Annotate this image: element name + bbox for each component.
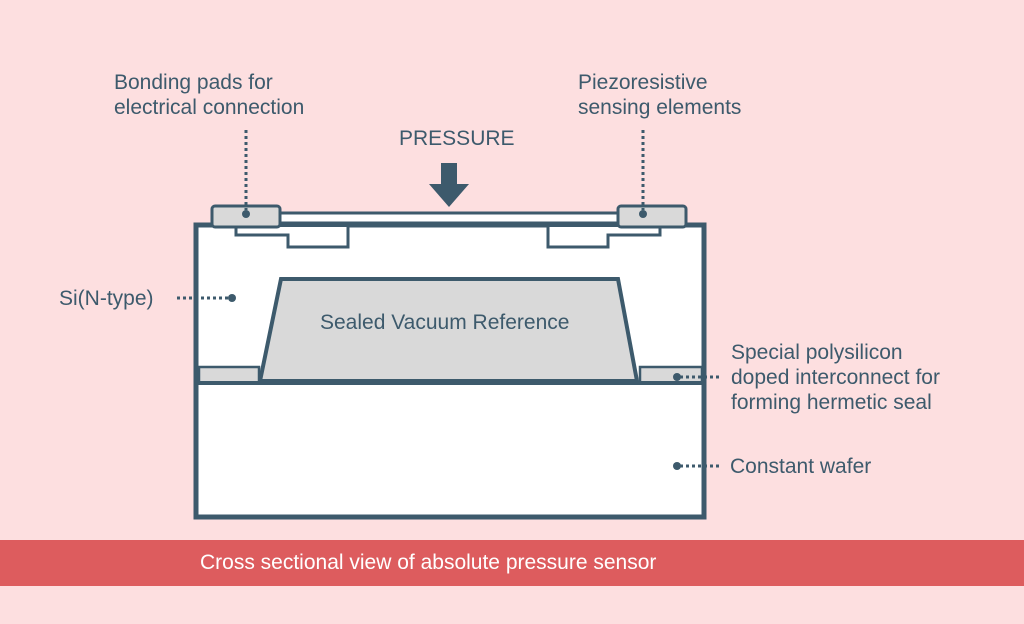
diaphragm-layer xyxy=(216,211,688,225)
label-bonding-pads-line2: electrical connection xyxy=(114,96,305,119)
leader-dot-si-ntype xyxy=(228,294,236,302)
label-pressure: PRESSURE xyxy=(399,127,515,150)
caption-bar: Cross sectional view of absolute pressur… xyxy=(0,540,1024,586)
label-si-ntype: Si(N-type) xyxy=(59,287,154,310)
polysilicon-seal-left xyxy=(197,365,261,385)
label-piezoresistive: Piezoresistive sensing elements xyxy=(578,70,741,120)
label-piezoresistive-line2: sensing elements xyxy=(578,96,742,119)
label-bonding-pads: Bonding pads for electrical connection xyxy=(114,70,304,120)
piezo-recess-right xyxy=(546,227,662,249)
bonding-pad-right xyxy=(616,204,688,229)
sensor-cross-section-diagram xyxy=(177,130,722,520)
label-polysilicon-line3: forming hermetic seal xyxy=(731,391,932,414)
label-sealed-vacuum: Sealed Vacuum Reference xyxy=(320,311,570,334)
polysilicon-seal-right xyxy=(638,365,704,385)
caption-text: Cross sectional view of absolute pressur… xyxy=(200,551,657,574)
pressure-arrow-icon xyxy=(429,163,469,207)
label-polysilicon-line1: Special polysilicon xyxy=(731,341,903,364)
leader-dot-piezoresistive xyxy=(639,210,647,218)
leader-dot-constant-wafer xyxy=(673,462,681,470)
label-bonding-pads-line1: Bonding pads for xyxy=(114,71,273,94)
label-piezoresistive-line1: Piezoresistive xyxy=(578,71,708,94)
piezo-recess-left xyxy=(234,227,350,249)
label-polysilicon: Special polysilicon doped interconnect f… xyxy=(731,340,940,415)
leader-dot-bonding-pads xyxy=(242,210,250,218)
label-constant-wafer: Constant wafer xyxy=(730,455,872,478)
leader-dot-polysilicon xyxy=(673,373,681,381)
label-polysilicon-line2: doped interconnect for xyxy=(731,366,940,389)
